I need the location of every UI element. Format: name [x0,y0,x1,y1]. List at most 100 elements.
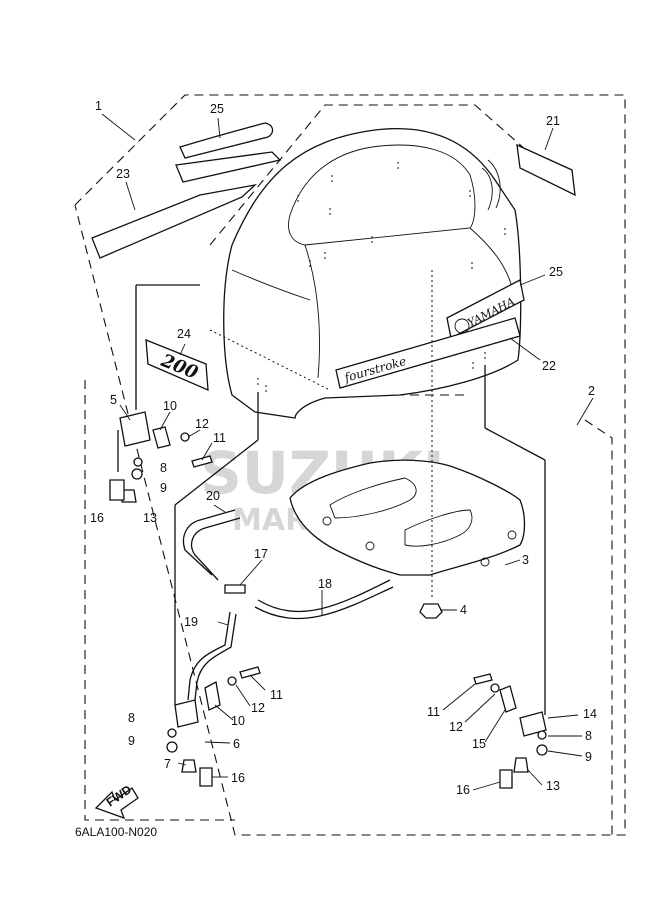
callout-8-lower: 8 [128,711,135,725]
callout-2: 2 [588,384,595,398]
cap-7 [181,759,197,773]
cover-hole [365,541,375,551]
hose-20-inner [191,517,241,581]
cover-inner-lower [404,509,473,547]
washer-12-lower [227,676,237,686]
washer-8-right [537,730,547,740]
washer-8-lower [167,728,177,738]
nut-9-right [536,744,548,756]
callout-25-top: 25 [210,102,224,116]
hose-19 [187,611,231,701]
bolt-11-lower [239,666,261,679]
callout-11-right: 11 [427,705,440,719]
callout-3: 3 [522,553,529,567]
cowling-vent [481,167,493,211]
callout-7: 7 [164,757,171,771]
outer-boundary [74,94,626,836]
callout-8-right: 8 [585,729,592,743]
joint-17 [224,584,246,594]
decal-21 [516,143,576,197]
washer-12-right [490,683,500,693]
callout-14: 14 [583,707,597,721]
diagram-code: 6ALA100-N020 [75,825,157,839]
decal-25-under [175,151,282,183]
callout-6: 6 [233,737,240,751]
grommet-16-lower [199,767,213,787]
callout-12-lower: 12 [251,701,265,715]
latch-6 [174,699,199,728]
callout-20: 20 [206,489,220,503]
callout-17: 17 [254,547,268,561]
latch-right-lower [473,673,548,789]
callout-12: 12 [195,417,209,431]
nut-9-lower [166,741,178,753]
hose-18 [257,579,391,613]
hoses [182,509,394,701]
latch-14 [519,711,547,737]
callouts: 1 25 21 23 25 24 22 2 5 10 12 11 8 9 16 … [90,99,597,797]
latch-left-lower [166,666,261,787]
latch-left-upper [109,411,213,503]
grommet-16 [109,479,125,501]
cover-body [289,459,526,576]
cap-13-right [513,757,529,773]
cowling-vent-2 [487,159,501,209]
callout-18: 18 [318,577,332,591]
washer-8 [133,457,143,467]
callout-4: 4 [460,603,467,617]
decal-23 [91,183,258,259]
callout-12-right: 12 [449,720,463,734]
rivet-dots [257,162,506,395]
callout-21: 21 [546,114,560,128]
decal-25-top [179,122,274,159]
cowling-contour-1 [304,244,320,379]
decal-model-text: 200 [157,350,201,384]
callout-10-lower: 10 [231,714,245,728]
bolt-11-right [473,673,493,685]
cover-boundary [209,104,561,246]
callout-11: 11 [213,431,226,445]
hose-18-inner [254,586,394,620]
callout-1: 1 [95,99,102,113]
callout-10: 10 [163,399,177,413]
callout-8: 8 [160,461,167,475]
bolt-11 [191,455,213,468]
nut-4 [419,603,443,619]
nut-9 [131,468,143,480]
callout-25-side: 25 [549,265,563,279]
lower-boundary [84,380,235,821]
reference-lines [135,270,546,715]
callout-22: 22 [542,359,556,373]
cowling-contour-3 [231,269,311,301]
callout-9-lower: 9 [128,734,135,748]
hose-19-inner [194,613,237,701]
cover-hole [507,530,517,540]
fwd-arrow-icon: FWD [94,782,139,820]
cover-hole [480,557,490,567]
bottom-cover-boundary [584,419,613,835]
cover-inner-upper [329,477,417,519]
stripe-decals [91,122,576,259]
cover-hole [322,516,332,526]
callout-16: 16 [90,511,104,525]
callout-5: 5 [110,393,117,407]
latch-5 [119,411,151,447]
callout-16-lower: 16 [231,771,245,785]
bracket-10-lower [204,680,221,711]
callout-15: 15 [472,737,486,751]
callout-19: 19 [184,615,198,629]
callout-13-right: 13 [546,779,560,793]
cowling-top-panel [288,144,476,246]
grommet-16-right [499,769,513,789]
bracket-15 [499,685,517,713]
bracket-10 [152,426,171,449]
callout-9-right: 9 [585,750,592,764]
washer-12 [180,432,190,442]
callout-13: 13 [143,511,157,525]
callout-11-lower: 11 [270,688,283,702]
callout-9: 9 [160,481,167,495]
callout-24: 24 [177,327,191,341]
callout-23: 23 [116,167,130,181]
decal-200: 200 [145,339,209,392]
leader-lines [101,113,594,791]
